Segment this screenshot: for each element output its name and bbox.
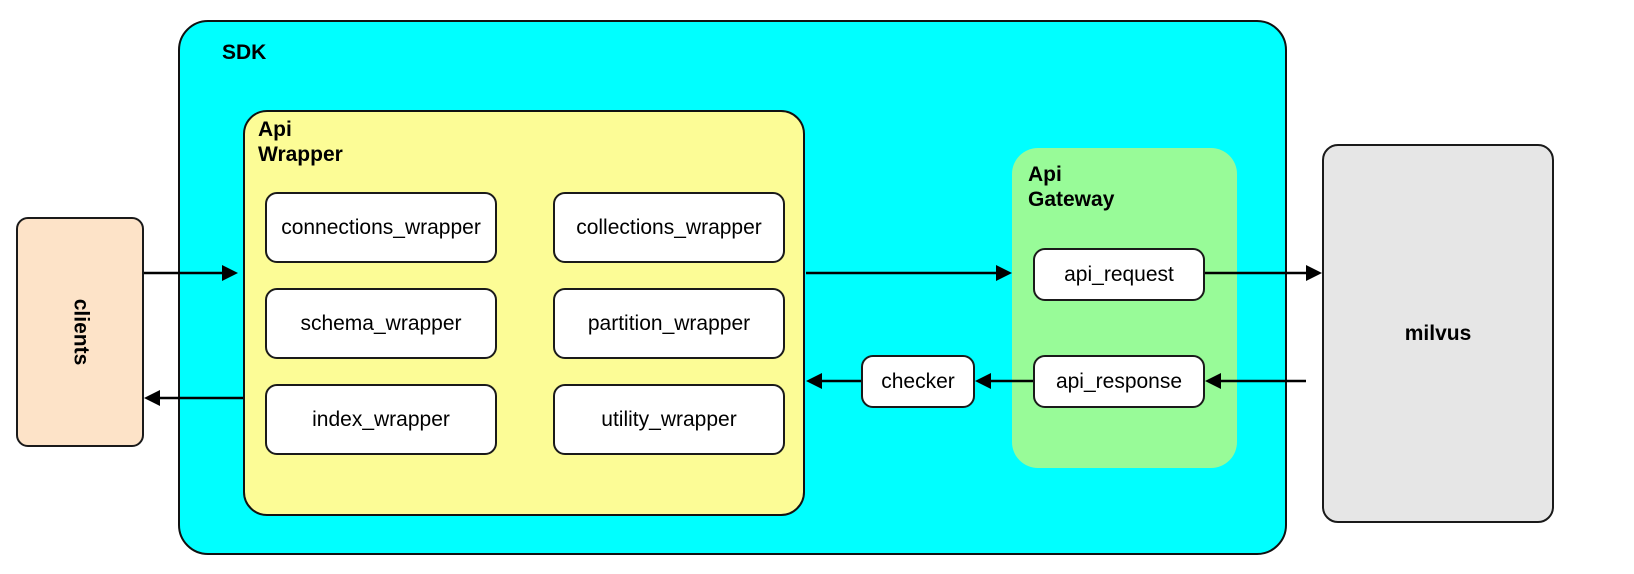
checker-box[interactable]: checker (861, 355, 975, 408)
wrapper-box-partition[interactable]: partition_wrapper (553, 288, 785, 359)
wrapper-label: index_wrapper (312, 407, 450, 431)
gateway-label: api_response (1055, 369, 1183, 393)
clients-box[interactable]: clients (16, 217, 144, 447)
wrapper-label: utility_wrapper (601, 407, 737, 431)
wrapper-box-index[interactable]: index_wrapper (265, 384, 497, 455)
wrapper-label: collections_wrapper (576, 215, 762, 239)
api-gateway-container[interactable] (1012, 148, 1237, 468)
milvus-label: milvus (1404, 321, 1472, 345)
milvus-box[interactable]: milvus (1322, 144, 1554, 523)
wrapper-label: partition_wrapper (587, 311, 751, 335)
wrapper-box-collections[interactable]: collections_wrapper (553, 192, 785, 263)
wrapper-box-connections[interactable]: connections_wrapper (265, 192, 497, 263)
wrapper-label: schema_wrapper (300, 311, 462, 335)
wrapper-label: connections_wrapper (281, 215, 481, 239)
gateway-box-api-response[interactable]: api_response (1033, 355, 1205, 408)
gateway-box-api-request[interactable]: api_request (1033, 248, 1205, 301)
wrapper-box-utility[interactable]: utility_wrapper (553, 384, 785, 455)
gateway-label: api_request (1064, 262, 1174, 286)
checker-label: checker (881, 369, 955, 393)
clients-label: clients (69, 298, 92, 366)
wrapper-box-schema[interactable]: schema_wrapper (265, 288, 497, 359)
